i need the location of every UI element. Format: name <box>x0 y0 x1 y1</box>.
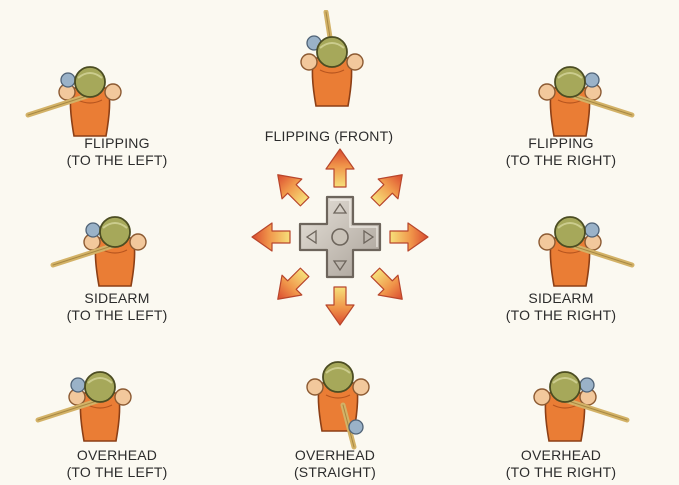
player-sidearm-left-icon <box>45 190 185 305</box>
dpad-icon <box>300 197 380 277</box>
caption-line-1: SIDEARM <box>42 290 192 307</box>
caption-line-2: (TO THE LEFT) <box>42 152 192 169</box>
arrow-down-left-icon <box>268 262 315 309</box>
player-overhead-left-icon <box>30 345 170 460</box>
arrow-down-icon <box>326 287 354 325</box>
caption-line-1: SIDEARM <box>486 290 636 307</box>
caption-overhead-straight: OVERHEAD (STRAIGHT) <box>260 447 410 481</box>
arrow-down-right-icon <box>365 262 412 309</box>
caption-overhead-right: OVERHEAD (TO THE RIGHT) <box>486 447 636 481</box>
caption-line-2: (TO THE LEFT) <box>42 307 192 324</box>
player-sidearm-right-icon <box>500 190 640 305</box>
arrow-up-left-icon <box>268 165 315 212</box>
player-flipping-front-icon <box>262 10 402 125</box>
caption-line-2: (TO THE LEFT) <box>42 464 192 481</box>
dpad-arrows <box>220 140 460 340</box>
caption-line-1: OVERHEAD <box>486 447 636 464</box>
caption-line-2: (TO THE RIGHT) <box>486 152 636 169</box>
arrow-right-icon <box>390 223 428 251</box>
arrow-up-icon <box>326 149 354 187</box>
player-overhead-straight-icon <box>268 335 408 450</box>
caption-flipping-left: FLIPPING (TO THE LEFT) <box>42 135 192 169</box>
caption-line-2: (STRAIGHT) <box>260 464 410 481</box>
caption-line-1: FLIPPING <box>42 135 192 152</box>
caption-line-1: OVERHEAD <box>42 447 192 464</box>
caption-line-2: (TO THE RIGHT) <box>486 307 636 324</box>
caption-overhead-left: OVERHEAD (TO THE LEFT) <box>42 447 192 481</box>
caption-sidearm-left: SIDEARM (TO THE LEFT) <box>42 290 192 324</box>
player-overhead-right-icon <box>495 345 635 460</box>
arrow-up-right-icon <box>365 165 412 212</box>
arrow-left-icon <box>252 223 290 251</box>
caption-line-1: FLIPPING <box>486 135 636 152</box>
caption-sidearm-right: SIDEARM (TO THE RIGHT) <box>486 290 636 324</box>
caption-line-2: (TO THE RIGHT) <box>486 464 636 481</box>
caption-line-1: OVERHEAD <box>260 447 410 464</box>
caption-flipping-right: FLIPPING (TO THE RIGHT) <box>486 135 636 169</box>
